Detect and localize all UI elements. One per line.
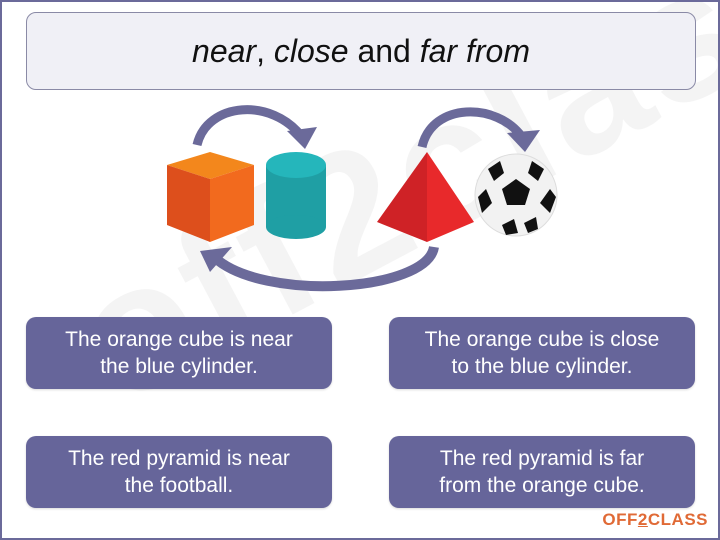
logo-text: CLASS <box>647 510 708 529</box>
orange-cube-icon <box>167 152 254 242</box>
red-pyramid-icon <box>377 152 474 242</box>
blue-cylinder-icon <box>266 152 326 239</box>
card-line: to the blue cylinder. <box>451 355 633 378</box>
logo-text: OFF <box>602 510 638 529</box>
arrow-icon <box>200 245 439 292</box>
page-title: near, close and far from <box>192 33 530 70</box>
card-line: from the orange cube. <box>439 474 645 497</box>
card-line: The orange cube is close <box>424 328 660 351</box>
off2class-logo: OFF2CLASS <box>602 510 708 530</box>
sentence-card: The red pyramid is far from the orange cu… <box>389 436 695 508</box>
card-line: The red pyramid is far <box>439 447 645 470</box>
card-line: The orange cube is near <box>65 328 293 351</box>
arrow-icon <box>417 107 540 152</box>
football-icon <box>474 153 558 237</box>
sentence-card: The orange cube is near the blue cylinder… <box>26 317 332 389</box>
title-word-close: close <box>273 32 349 69</box>
card-line: the blue cylinder. <box>100 355 258 378</box>
title-box: near, close and far from <box>26 12 696 90</box>
title-sep: and <box>348 32 420 69</box>
title-word-far-from: far from <box>419 32 530 69</box>
sentence-card: The orange cube is close to the blue cyli… <box>389 317 695 389</box>
title-word-near: near <box>192 32 257 69</box>
card-line: the football. <box>124 474 234 497</box>
logo-text: 2 <box>637 510 648 529</box>
card-line: The red pyramid is near <box>68 447 290 470</box>
arrow-icon <box>192 105 317 149</box>
sentence-card: The red pyramid is near the football. <box>26 436 332 508</box>
shapes-illustration <box>167 105 558 292</box>
title-sep: , <box>256 32 274 69</box>
